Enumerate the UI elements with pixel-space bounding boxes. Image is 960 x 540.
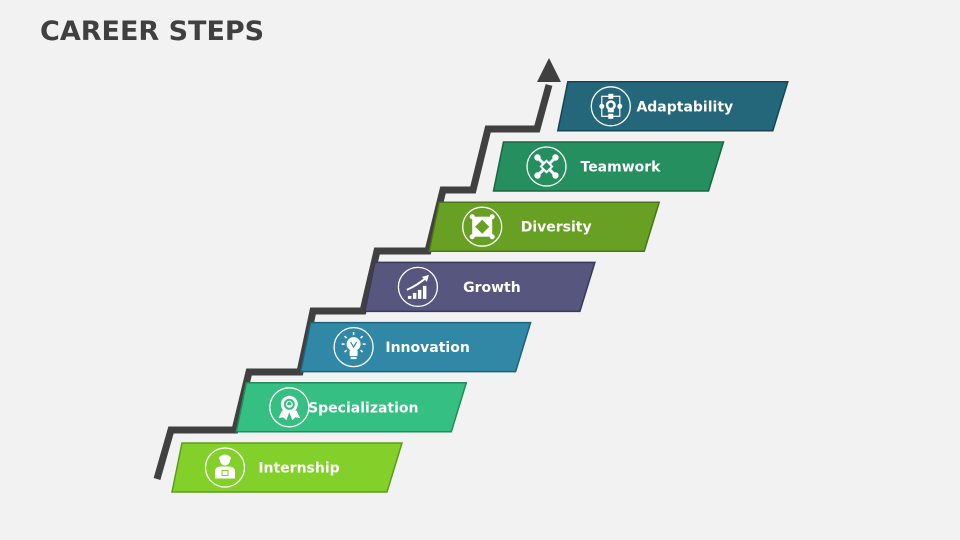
step-growth: Growth [363, 261, 596, 313]
step-bar [363, 261, 596, 313]
diverse-hands-icon [462, 206, 503, 247]
step-label: Internship [258, 461, 339, 477]
team-people-icon [526, 146, 567, 187]
staircase-arrow-line [153, 84, 553, 480]
step-teamwork: Teamwork [492, 141, 725, 192]
step-internship: Internship [171, 442, 404, 493]
step-adaptability: Adaptability [556, 81, 789, 132]
award-ribbon-icon [269, 387, 310, 428]
step-label: Innovation [385, 340, 469, 356]
lightbulb-icon [333, 326, 374, 368]
arrow-head-icon [537, 58, 561, 82]
step-bar [556, 81, 789, 132]
step-label: Teamwork [581, 160, 662, 176]
step-bar [235, 382, 468, 433]
step-bar [171, 442, 404, 493]
step-label: Growth [463, 280, 521, 296]
step-label: Diversity [521, 220, 592, 236]
step-innovation: Innovation [299, 321, 532, 373]
intern-person-icon [204, 447, 246, 488]
page-title: CAREER STEPS [40, 16, 265, 47]
step-label: Specialization [308, 400, 418, 416]
step-bar [492, 141, 725, 192]
step-bar [428, 201, 661, 252]
adaptability-cycle-icon [590, 86, 631, 127]
step-specialization: Specialization [235, 382, 468, 433]
step-label: Adaptability [636, 99, 733, 115]
step-diversity: Diversity [428, 201, 661, 252]
step-bar [299, 321, 532, 373]
growth-chart-icon [397, 266, 439, 308]
